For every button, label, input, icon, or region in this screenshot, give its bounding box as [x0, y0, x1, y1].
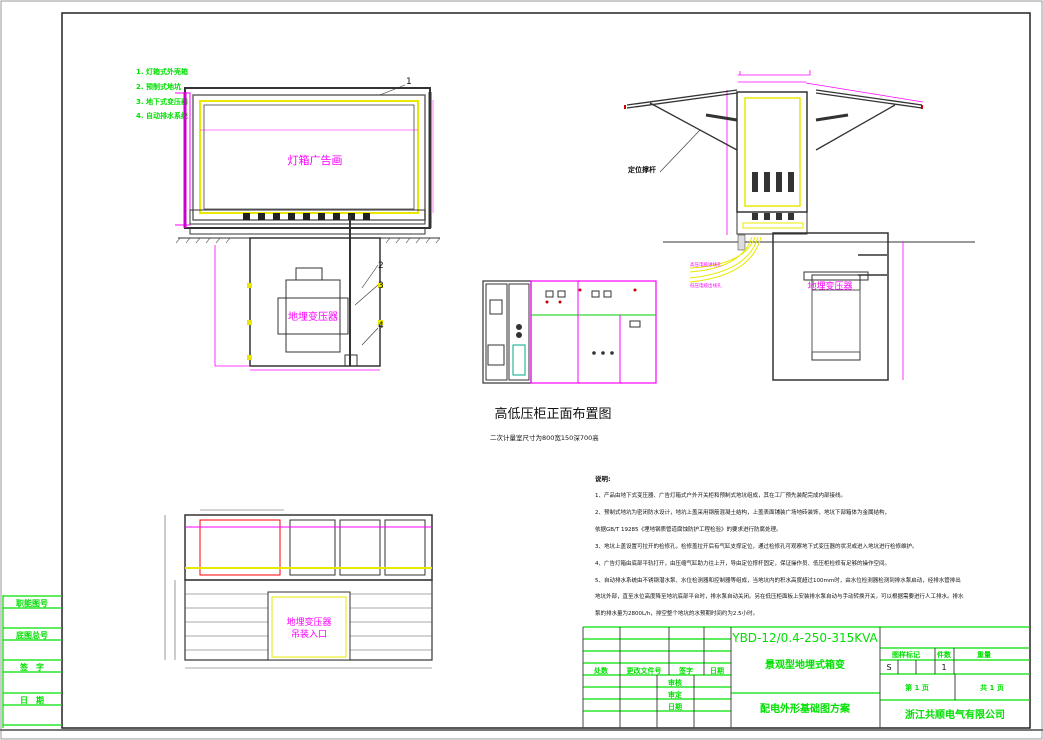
- legend-item: 4. 自动排水系统: [136, 111, 188, 120]
- margin-label: 底图总号: [15, 630, 48, 640]
- margin-block: [2, 595, 62, 728]
- front-view: 灯箱广告画 地埋变压器 1 2 3 4: [175, 77, 441, 371]
- quantity-value: 1: [941, 663, 946, 672]
- panel-label: 灯箱广告画: [288, 153, 343, 167]
- company-name: 浙江共顺电气有限公司: [905, 708, 1005, 721]
- note-line: 3、地坑上盖设置可拉开的检修孔，检修盖拉开后有气缸支撑定位，通过检修孔可观察地下…: [595, 542, 918, 550]
- margin-label: 职能图号: [16, 598, 48, 608]
- note-line: 依据GB/T 19285《埋地钢质管道腐蚀防护工程检验》的要求进行防腐处理。: [595, 525, 782, 533]
- approval-label: 日期: [668, 702, 682, 711]
- drawing-frame: [61, 12, 1031, 729]
- revision-header: 处数: [593, 666, 609, 675]
- note-line: 地坑外部，直至水位高度降至地坑底部平台时，排水泵自动关闭。另在低压柜面板上安装排…: [595, 592, 964, 600]
- margin-label: 签 字: [19, 662, 44, 672]
- approval-label: 审核: [668, 678, 682, 687]
- note-line: 1、产品由地下式变压器、广告灯箱式户外开关柜和预制式地坑组成，其在工厂预先装配完…: [595, 491, 846, 499]
- revision-header: 签字: [678, 666, 693, 675]
- side-view: 定位撑杆 高压电缆进线孔 低压电缆出线孔 地埋变压器: [624, 70, 975, 381]
- callout-3: 3: [378, 281, 384, 291]
- pit-view: 地埋变压器 吊装入口: [164, 509, 433, 669]
- callout-4: 4: [378, 321, 384, 331]
- total-pages: 共 1 页: [980, 683, 1004, 692]
- model-number: YBD-12/0.4-250-315KVA: [731, 631, 878, 645]
- legend-item: 3. 地下式变压器: [136, 97, 189, 106]
- opening-label: 吊装入口: [291, 628, 327, 640]
- note-line: 5、自动排水系统由不锈钢潜水泵、水位检测器和控制器等组成，当地坑内的积水高度超过…: [595, 576, 961, 584]
- stage-value: S: [886, 663, 891, 672]
- legend: 1. 灯箱式外壳箱 2. 预制式地坑 3. 地下式变压器 4. 自动排水系统: [136, 67, 189, 120]
- revision-header: 更改文件号: [627, 666, 662, 675]
- switchgear-front-view: 高低压柜正面布置图 二次计量室尺寸为800宽150深700高: [482, 280, 657, 442]
- weight-label: 重量: [977, 650, 991, 659]
- cable-label: 高压电缆进线孔: [690, 261, 722, 268]
- cable-label: 低压电缆出线孔: [690, 282, 722, 289]
- title-block: 处数 更改文件号 签字 日期 审核 审定 日期 YBD-12/0.4-250-3…: [582, 626, 1030, 728]
- page-number: 第 1 页: [905, 683, 929, 692]
- margin-label: 日 期: [20, 695, 44, 705]
- cabinet-subtitle: 二次计量室尺寸为800宽150深700高: [490, 433, 599, 442]
- callout-1: 1: [406, 77, 412, 87]
- side-transformer-label: 地埋变压器: [807, 280, 852, 292]
- strut-label: 定位撑杆: [628, 165, 656, 174]
- note-line: 4、广告灯箱由底部平轨打开，由压缩气缸助力往上开，导由定位撑杆固定，保证操作员、…: [595, 559, 890, 567]
- notes-heading: 说明:: [595, 474, 611, 483]
- drawing-name: 配电外形基础图方案: [760, 702, 851, 715]
- cabinet-title: 高低压柜正面布置图: [494, 406, 611, 422]
- callout-2: 2: [378, 261, 384, 271]
- quantity-label: 件数: [937, 650, 952, 659]
- legend-item: 1. 灯箱式外壳箱: [136, 67, 188, 76]
- transformer-label: 地埋变压器: [288, 310, 338, 323]
- notes: 说明: 1、产品由地下式变压器、广告灯箱式户外开关柜和预制式地坑组成，其在工厂预…: [595, 474, 964, 617]
- legend-item: 2. 预制式地坑: [136, 82, 181, 91]
- product-name: 景观型地埋式箱变: [765, 658, 845, 671]
- approval-label: 审定: [668, 690, 682, 699]
- note-line: 2、预制式地坑为密闭防水设计，地坑上盖采用钢筋混凝土结构，上盖表面铺装广场地砖装…: [595, 508, 890, 516]
- revision-header: 日期: [710, 666, 724, 675]
- note-line: 泵的排水量为2800L/h，排空整个地坑的水预期时间约为2.5小时。: [595, 609, 758, 617]
- stage-label: 图样标记: [892, 650, 920, 659]
- opening-label: 地埋变压器: [286, 616, 331, 628]
